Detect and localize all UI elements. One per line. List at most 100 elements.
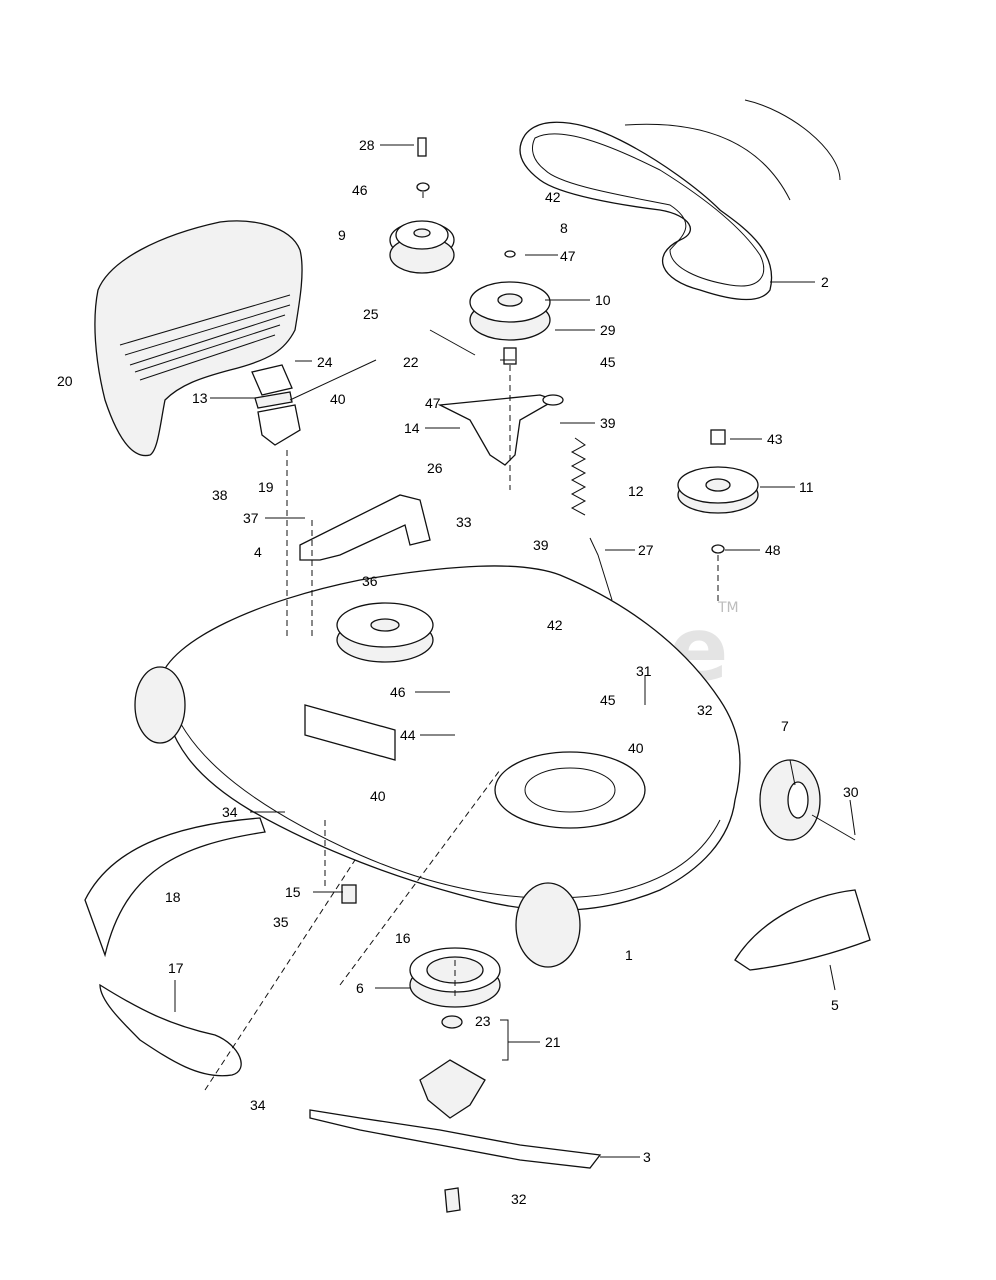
spindle-nut-23-part — [441, 1015, 463, 1029]
centre-lines — [204, 192, 719, 1091]
callout-29: 29 — [600, 322, 616, 338]
bolt-28-part — [417, 137, 427, 157]
callout-31: 31 — [636, 663, 652, 679]
callout-labels: 28 46 42 9 8 47 2 10 25 29 22 45 24 20 4… — [57, 137, 859, 1207]
callout-47: 47 — [560, 248, 576, 264]
idler-arm-part — [437, 394, 557, 466]
callout-12: 12 — [628, 483, 644, 499]
callout-45: 45 — [600, 354, 616, 370]
callout-34b: 34 — [250, 1097, 266, 1113]
callout-23: 23 — [475, 1013, 491, 1029]
callout-10: 10 — [595, 292, 611, 308]
callout-30: 30 — [843, 784, 859, 800]
callout-3: 3 — [643, 1149, 651, 1165]
bracket-19-part — [257, 404, 301, 446]
spindle-pulley-11-part — [677, 466, 759, 514]
callout-40b: 40 — [628, 740, 644, 756]
bracket-24-part — [251, 364, 293, 396]
callout-45b: 45 — [600, 692, 616, 708]
callout-7: 7 — [781, 718, 789, 734]
callout-47b: 47 — [425, 395, 441, 411]
deflector-17-part — [99, 983, 242, 1077]
nut-43-part — [710, 429, 726, 445]
callout-46b: 46 — [390, 684, 406, 700]
deck-spindle-opening-inner — [524, 767, 616, 813]
callout-39b: 39 — [533, 537, 549, 553]
callout-24: 24 — [317, 354, 333, 370]
callout-40c: 40 — [370, 788, 386, 804]
callout-48: 48 — [765, 542, 781, 558]
callout-32: 32 — [697, 702, 713, 718]
callout-4: 4 — [254, 544, 262, 560]
spring-part — [570, 437, 587, 516]
bracket-33-part — [299, 494, 431, 561]
callout-22: 22 — [403, 354, 419, 370]
callout-37: 37 — [243, 510, 259, 526]
axle-bolt-30-part — [811, 814, 856, 841]
leader-lines — [174, 144, 856, 1158]
callout-39: 39 — [600, 415, 616, 431]
callout-20: 20 — [57, 373, 73, 389]
deck-wheel-left — [134, 666, 186, 744]
callout-35: 35 — [273, 914, 289, 930]
belt-cover-part — [94, 220, 303, 457]
bearing-ring-6-part — [409, 947, 501, 1008]
callout-42: 42 — [545, 189, 561, 205]
callout-2: 2 — [821, 274, 829, 290]
idler-arm-washer — [542, 394, 564, 406]
callout-26: 26 — [427, 460, 443, 476]
bushing-47-part — [504, 250, 516, 258]
idler-pulley-10-part — [469, 281, 551, 341]
mower-deck-rim — [169, 699, 721, 899]
mower-blade-part — [309, 1109, 602, 1169]
callout-44: 44 — [400, 727, 416, 743]
baffle-bracket-44-part — [304, 704, 396, 761]
watermark-tm: TM — [717, 600, 739, 616]
callout-28: 28 — [359, 137, 375, 153]
callout-32b: 32 — [511, 1191, 527, 1207]
callout-42b: 42 — [547, 617, 563, 633]
rod-40-part — [289, 359, 377, 401]
spacer-22-part — [503, 347, 517, 365]
washer-46-part — [416, 182, 430, 192]
callout-36: 36 — [362, 573, 378, 589]
callout-11: 11 — [799, 479, 814, 495]
drive-belt-inner — [532, 133, 765, 287]
blade-bolt-32-part — [444, 1187, 461, 1213]
callout-14: 14 — [404, 420, 420, 436]
callout-1: 1 — [625, 947, 633, 963]
callout-15: 15 — [285, 884, 301, 900]
gauge-wheel-hub — [787, 781, 809, 819]
spindle-21-part — [419, 1059, 486, 1119]
callout-43: 43 — [767, 431, 783, 447]
callout-25: 25 — [363, 306, 379, 322]
callout-5: 5 — [831, 997, 839, 1013]
callout-38: 38 — [212, 487, 228, 503]
drive-belt-part — [519, 121, 773, 301]
tractor-body-outline — [624, 99, 841, 201]
deflector-18-part — [84, 817, 266, 958]
idler-pulley-part — [389, 220, 455, 274]
callout-21: 21 — [545, 1034, 561, 1050]
eye-bolt-part — [589, 537, 613, 601]
callout-19: 19 — [258, 479, 274, 495]
callout-17: 17 — [168, 960, 184, 976]
callout-34: 34 — [222, 804, 238, 820]
washer-48-part — [711, 544, 725, 554]
callout-46: 46 — [352, 182, 368, 198]
callout-8: 8 — [560, 220, 568, 236]
belt-cover-ribs — [119, 294, 291, 381]
callout-13: 13 — [192, 390, 208, 406]
chute-deflector-part — [734, 889, 871, 971]
spacer-15-part — [341, 884, 357, 904]
bracket-13-part — [254, 391, 293, 409]
callout-6: 6 — [356, 980, 364, 996]
callout-16: 16 — [395, 930, 411, 946]
deck-wheel-front — [515, 882, 581, 968]
callout-33: 33 — [456, 514, 472, 530]
callout-40: 40 — [330, 391, 346, 407]
callout-27: 27 — [638, 542, 654, 558]
callout-9: 9 — [338, 227, 346, 243]
deck-spindle-opening — [494, 751, 646, 829]
